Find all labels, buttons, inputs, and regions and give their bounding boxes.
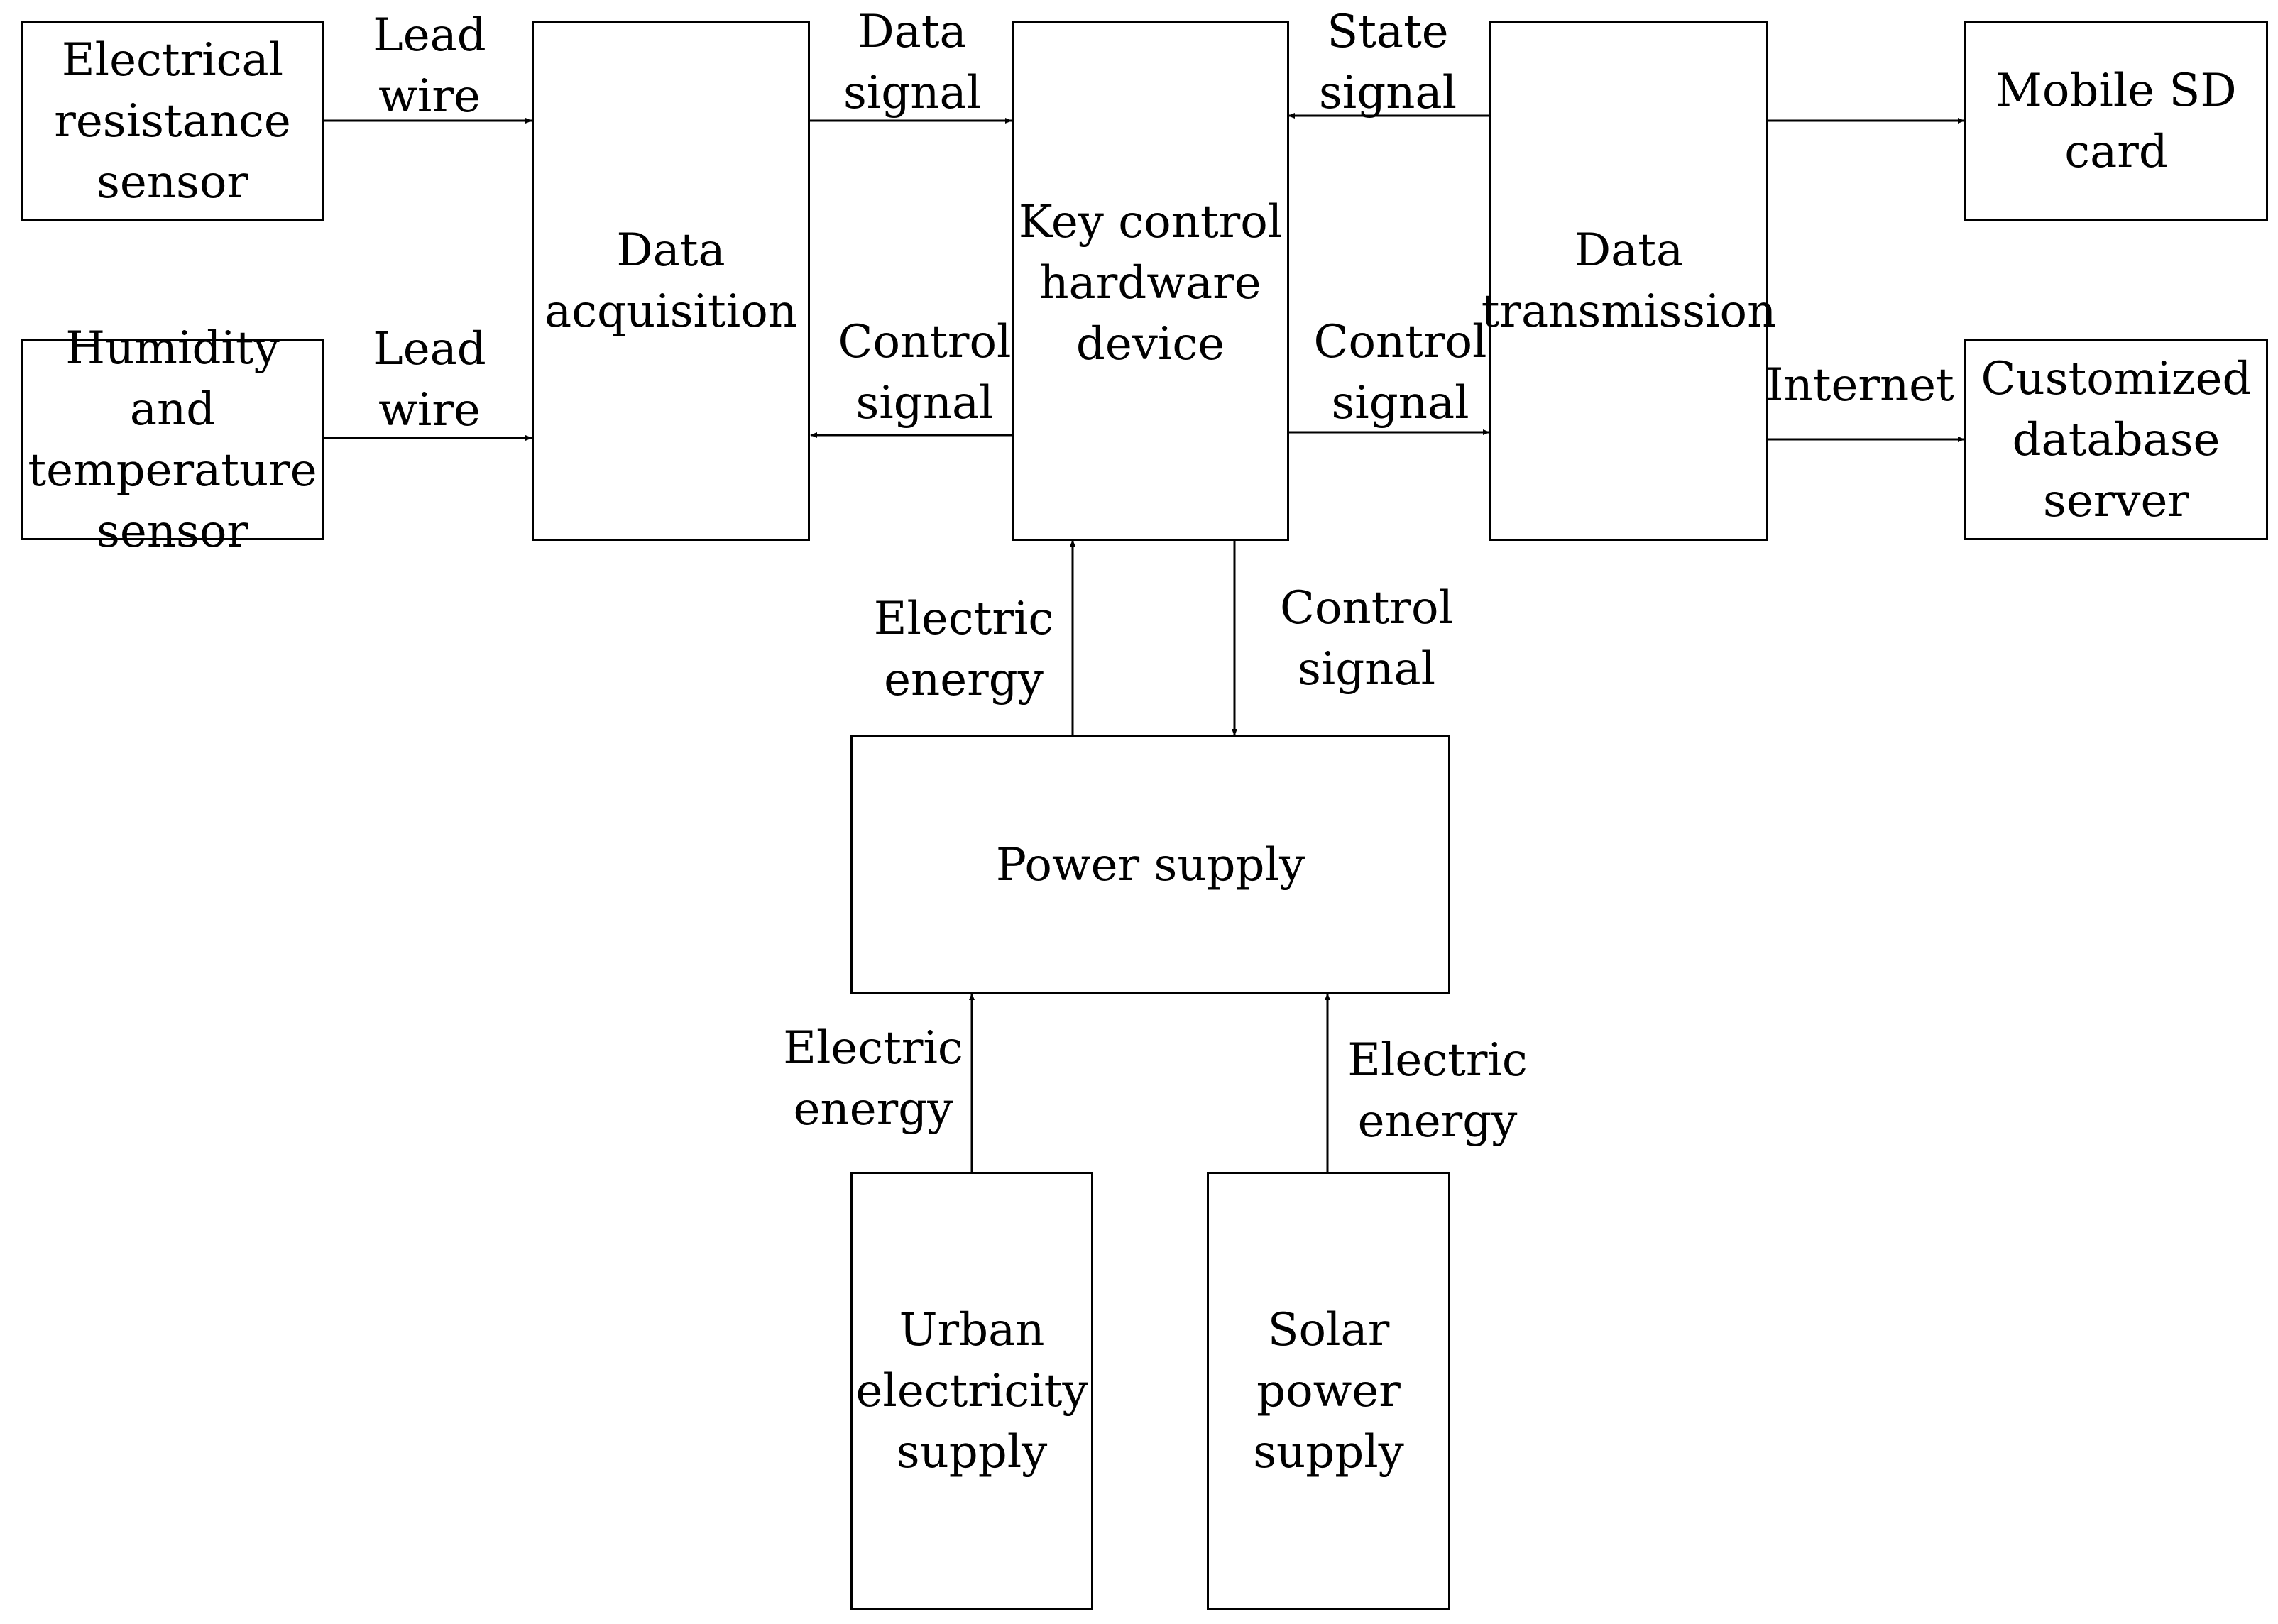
control-signal-label-power: Control signal [1279,582,1454,696]
key-control-device-box: Key control hardware device [1012,21,1289,541]
electric-energy-label-key: Electric energy [873,593,1054,706]
database-server-box: Customized database server [1964,339,2268,540]
mobile-sd-card-box: Mobile SD card [1964,21,2268,221]
power-supply-box: Power supply [850,735,1450,994]
humidity-temperature-sensor-label: Humidity and temperature sensor [28,322,317,558]
solar-power-supply-box: Solar power supply [1207,1172,1450,1610]
state-signal-label: State signal [1318,6,1457,119]
electrical-resistance-sensor-label: Electrical resistance sensor [54,33,291,209]
control-signal-label-transmission: Control signal [1313,316,1487,429]
power-supply-label: Power supply [995,838,1305,891]
solar-power-supply-label: Solar power supply [1253,1303,1404,1478]
urban-electricity-supply-label: Urban electricity supply [855,1303,1088,1478]
electric-energy-label-urban: Electric energy [783,1022,963,1136]
electric-energy-label-solar: Electric energy [1347,1034,1528,1148]
humidity-temperature-sensor-box: Humidity and temperature sensor [21,322,324,558]
internet-label: Internet [1765,359,1954,412]
control-signal-label-acquisition: Control signal [838,316,1012,429]
lead-wire-label-top: Lead wire [373,9,486,123]
key-control-device-label: Key control hardware device [1018,196,1283,371]
data-signal-label: Data signal [843,6,982,119]
electrical-resistance-sensor-box: Electrical resistance sensor [21,21,324,221]
urban-electricity-supply-box: Urban electricity supply [850,1172,1093,1610]
mobile-sd-card-label: Mobile SD card [1995,64,2237,178]
lead-wire-label-bottom: Lead wire [373,323,486,437]
data-acquisition-label: Data acquisition [544,224,797,338]
data-transmission-label: Data transmission [1481,224,1777,338]
data-transmission-box: Data transmission [1482,21,1776,541]
database-server-label: Customized database server [1981,352,2252,527]
data-acquisition-box: Data acquisition [532,21,810,541]
